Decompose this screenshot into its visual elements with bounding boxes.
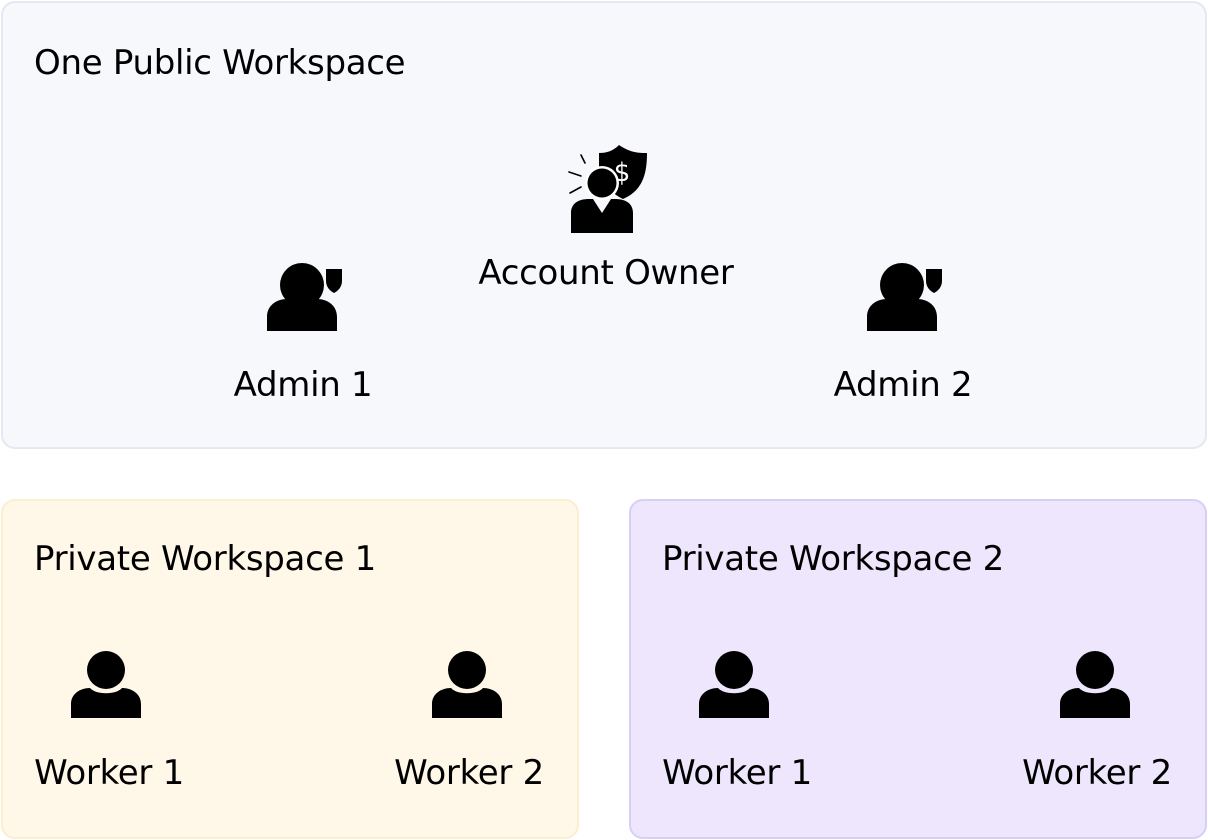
admin-user-icon	[867, 263, 942, 331]
worker-2-label: Worker 2	[394, 753, 544, 793]
admin-user-icon	[267, 263, 342, 331]
private-workspace-1-panel: Private Workspace 1 Worker 1 Worker 2	[1, 499, 579, 839]
worker-2-label: Worker 2	[1022, 753, 1172, 793]
user-icon	[699, 651, 769, 718]
private-workspace-2-title: Private Workspace 2	[662, 539, 1004, 579]
user-icon	[432, 651, 502, 718]
worker-1-label: Worker 1	[662, 753, 812, 793]
private-workspace-1-title: Private Workspace 1	[34, 539, 376, 579]
private-workspace-2-panel: Private Workspace 2 Worker 1 Worker 2	[629, 499, 1207, 839]
worker-1-label: Worker 1	[34, 753, 184, 793]
user-icon	[1060, 651, 1130, 718]
public-workspace-title: One Public Workspace	[34, 43, 406, 83]
account-owner-icon: $	[568, 145, 647, 233]
public-workspace-panel: One Public Workspace $ Account Owner Adm…	[1, 1, 1207, 449]
user-icon	[71, 651, 141, 718]
account-owner-label: Account Owner	[478, 253, 734, 293]
admin-2-label: Admin 2	[833, 365, 973, 405]
admin-1-label: Admin 1	[233, 365, 373, 405]
